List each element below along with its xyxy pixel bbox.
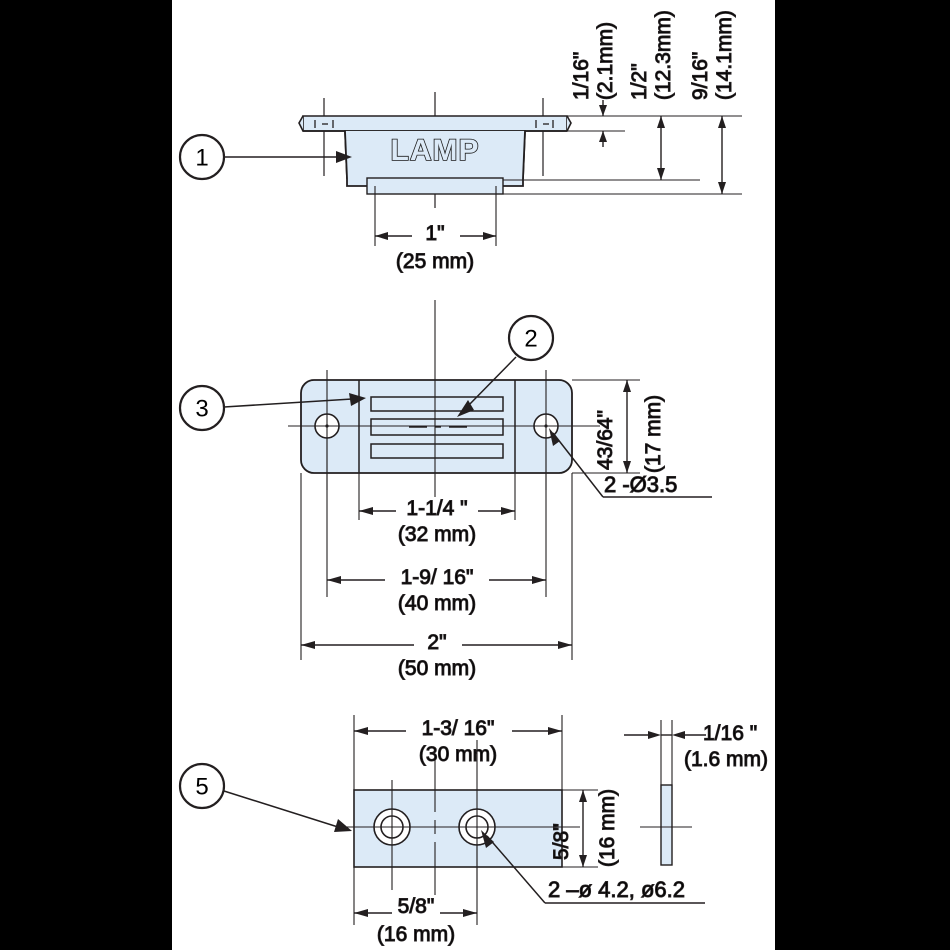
dim-plate-thickness-imperial: 1/16 " <box>703 722 757 745</box>
dim-body-width-imperial: 1" <box>425 222 444 245</box>
dim-hole-spacing-strike-metric: (16 mm) <box>377 923 455 946</box>
matte-left <box>0 0 172 950</box>
extension-lines-strike <box>353 715 598 925</box>
dim-inner-depth <box>657 116 665 180</box>
flange-plate <box>298 115 572 132</box>
balloon-3-leader <box>223 393 366 408</box>
dim-overall-length-plan-metric: (50 mm) <box>398 657 476 680</box>
dim-thickness-flange-metric: (2.1mm) <box>594 22 617 100</box>
dim-plate-height-strike-imperial: 5/8" <box>550 823 573 860</box>
dim-plate-length-strike <box>354 717 562 737</box>
balloon-3-label: 3 <box>195 396 208 423</box>
balloon-2-leader <box>457 356 517 417</box>
dim-thickness-flange <box>599 100 607 147</box>
dim-plate-length-strike-imperial: 1-3/ 16" <box>422 717 495 740</box>
dim-plate-height-metric: (17 mm) <box>642 395 665 473</box>
dim-slot-width-imperial: 1-1/4 " <box>406 497 467 520</box>
dim-thickness-flange-imperial: 1/16" <box>570 52 593 100</box>
dim-plate-height-imperial: 43/64" <box>594 410 617 470</box>
dim-overall-depth-imperial: 9/16" <box>689 52 712 100</box>
hole-note-plan-leader <box>549 428 712 498</box>
balloon-2-label: 2 <box>524 326 537 353</box>
balloon-5[interactable]: 5 <box>178 762 226 810</box>
dim-slot-width <box>359 497 515 517</box>
dim-slot-width-metric: (32 mm) <box>398 523 476 546</box>
slot-top <box>370 396 504 412</box>
matte-right <box>775 0 950 950</box>
strike-plate-side-view <box>640 720 692 866</box>
hole-note-strike: 2 –ø 4.2, ø6.2 <box>548 877 685 902</box>
dim-plate-thickness <box>624 731 706 739</box>
strike-plate-view: 1-3/ 16" (30 mm) 5/8" (16 mm) <box>223 715 769 947</box>
dim-hole-spacing-plan-imperial: 1-9/ 16" <box>401 566 474 589</box>
lamp-logo-text: LAMP <box>391 134 480 167</box>
balloon-1-leader <box>224 151 352 163</box>
dim-inner-depth-metric: (12.3mm) <box>652 10 675 100</box>
dim-plate-length-strike-metric: (30 mm) <box>419 743 497 766</box>
hole-note-plan: 2 -Ø3.5 <box>604 472 677 497</box>
dim-body-width-metric: (25 mm) <box>396 250 474 273</box>
hole-note-strike-leader <box>481 830 705 904</box>
dim-overall-depth-metric: (14.1mm) <box>713 10 736 100</box>
dim-hole-spacing-plan-metric: (40 mm) <box>398 592 476 615</box>
balloon-5-label: 5 <box>195 774 208 801</box>
slot-bottom <box>370 443 504 459</box>
dim-plate-height-strike-metric: (16 mm) <box>596 789 619 867</box>
dim-hole-spacing-plan <box>327 566 546 586</box>
balloon-5-leader <box>223 790 352 832</box>
dim-overall-length-plan <box>301 631 572 651</box>
balloon-1-label: 1 <box>195 145 208 172</box>
dim-hole-spacing-strike-imperial: 5/8" <box>398 895 435 918</box>
balloon-callouts: 1 2 3 5 <box>178 133 555 810</box>
dim-plate-height-strike <box>579 790 587 867</box>
balloon-2[interactable]: 2 <box>507 314 555 362</box>
dim-body-width <box>374 186 497 246</box>
extension-lines-front <box>503 115 742 195</box>
dim-plate-height <box>623 380 631 473</box>
front-elevation-view: LAMP 1/16" <box>224 10 742 274</box>
plan-view: 43/64" (17 mm) 1-1/4 " (32 mm) <box>223 300 712 681</box>
dim-hole-spacing-strike <box>354 899 477 919</box>
dim-inner-depth-imperial: 1/2" <box>628 63 651 100</box>
dim-plate-thickness-metric: (1.6 mm) <box>684 748 768 771</box>
dim-overall-depth <box>718 116 726 194</box>
balloon-1[interactable]: 1 <box>178 133 226 181</box>
dim-overall-length-plan-imperial: 2" <box>427 631 446 654</box>
extension-lines-plan <box>300 379 640 660</box>
bracket-body <box>303 130 567 195</box>
balloon-3[interactable]: 3 <box>178 384 226 432</box>
